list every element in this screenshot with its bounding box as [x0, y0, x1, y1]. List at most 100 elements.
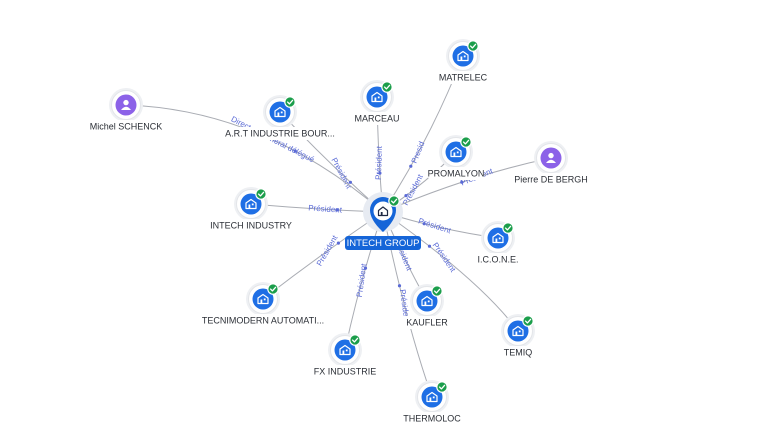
- node-core: [445, 141, 467, 163]
- verified-check-icon: [388, 195, 400, 207]
- node-label-bg: [437, 71, 489, 84]
- edge-role-label: Préside: [398, 289, 411, 318]
- node-art-industrie[interactable]: A.R.T INDUSTRIE BOUR...: [215, 95, 345, 140]
- node-label: TEMIQ: [504, 347, 533, 357]
- building-icon: [426, 391, 438, 403]
- node-thermoloc[interactable]: THERMOLOC: [403, 380, 461, 425]
- edge-role-label: Président: [315, 233, 340, 267]
- person-icon: [121, 99, 131, 110]
- verified-check-icon: [381, 81, 393, 93]
- node-label-bg: [507, 173, 595, 186]
- node-michel-schenck[interactable]: Michel SCHENCK: [84, 88, 168, 133]
- node-core: [416, 290, 438, 312]
- node-label: THERMOLOC: [403, 413, 461, 423]
- node-core: [269, 101, 291, 123]
- node-label: PROMALYON: [428, 168, 485, 178]
- edge-fx-industrie: Président: [344, 211, 384, 351]
- center-label-pill: [345, 236, 421, 250]
- edge-role-label: Président: [355, 262, 369, 297]
- verified-check-icon: [267, 283, 279, 295]
- node-label-bg: [500, 346, 536, 359]
- node-core: [487, 227, 509, 249]
- node-core: [252, 288, 274, 310]
- verified-check-icon: [460, 136, 472, 148]
- edge-arrow-icon: [404, 194, 408, 198]
- edge-arrow-icon: [336, 241, 340, 245]
- edge-arrow-icon: [335, 208, 339, 212]
- center-label: INTECH GROUP: [347, 238, 420, 249]
- building-icon: [339, 344, 351, 356]
- node-tecnimodern[interactable]: TECNIMODERN AUTOMATI...: [198, 282, 328, 327]
- node-label: Pierre DE BERGH: [514, 174, 588, 184]
- node-label: MARCEAU: [354, 113, 399, 123]
- edge-arrow-icon: [422, 222, 426, 226]
- building-icon: [274, 106, 286, 118]
- node-core: [452, 45, 474, 67]
- edge-arrow-icon: [397, 284, 402, 288]
- node-core: [334, 339, 356, 361]
- building-icon: [450, 146, 462, 158]
- verified-check-icon: [431, 285, 443, 297]
- node-label-bg: [404, 316, 450, 329]
- edge-role-label: Président: [308, 203, 343, 214]
- node-label-bg: [84, 120, 168, 133]
- node-label-bg: [428, 167, 484, 180]
- node-core: [240, 193, 262, 215]
- verified-check-icon: [467, 40, 479, 52]
- node-label-bg: [309, 365, 381, 378]
- edge-arrow-icon: [460, 180, 464, 184]
- edge-arrow-icon: [363, 266, 368, 270]
- node-label: A.R.T INDUSTRIE BOUR...: [225, 128, 335, 138]
- node-label: KAUFLER: [406, 317, 448, 327]
- node-promalyon[interactable]: PROMALYON: [428, 135, 485, 180]
- node-matrelec[interactable]: MATRELEC: [437, 39, 489, 84]
- node-label: FX INDUSTRIE: [314, 366, 377, 376]
- node-icone[interactable]: I.C.O.N.E.: [467, 221, 529, 266]
- edge-arrow-icon: [348, 180, 352, 184]
- node-label-bg: [467, 253, 529, 266]
- building-icon: [257, 293, 269, 305]
- edge-arrow-icon: [409, 164, 413, 168]
- edge-role-label: Président: [431, 241, 458, 274]
- node-layer: MATRELEC MARCEAU A.R.T INDUSTRIE BOUR... Mi…: [84, 39, 595, 425]
- node-label-bg: [198, 314, 328, 327]
- node-fx-industrie[interactable]: FX INDUSTRIE: [309, 333, 381, 378]
- node-label: INTECH INDUSTRY: [210, 220, 292, 230]
- verified-check-icon: [436, 381, 448, 393]
- node-temiq[interactable]: TEMIQ: [500, 314, 536, 359]
- node-intech-industry[interactable]: INTECH INDUSTRY: [207, 187, 295, 232]
- edge-role-label: Presid: [410, 140, 427, 164]
- verified-check-icon: [349, 334, 361, 346]
- building-icon: [371, 91, 383, 103]
- node-label-bg: [404, 412, 460, 425]
- node-label-bg: [215, 127, 345, 140]
- building-icon: [377, 206, 389, 217]
- building-icon: [457, 50, 469, 62]
- node-kaufler[interactable]: KAUFLER: [404, 284, 450, 329]
- node-pierre-de-bergh[interactable]: Pierre DE BERGH: [507, 141, 595, 186]
- edge-arrow-icon: [293, 149, 297, 153]
- verified-check-icon: [522, 315, 534, 327]
- node-label: Michel SCHENCK: [90, 121, 163, 131]
- node-label: MATRELEC: [439, 72, 488, 82]
- building-icon: [421, 295, 433, 307]
- node-label-bg: [354, 112, 400, 125]
- node-core: [507, 320, 529, 342]
- node-core: [366, 86, 388, 108]
- building-icon: [492, 232, 504, 244]
- verified-check-icon: [502, 222, 514, 234]
- node-intech-group[interactable]: INTECH GROUP: [345, 192, 421, 250]
- edge-role-label: Président: [417, 216, 453, 235]
- edge-role-label: Président: [374, 145, 384, 180]
- verified-check-icon: [284, 96, 296, 108]
- edge-arrow-icon: [378, 171, 382, 175]
- node-core: [421, 386, 443, 408]
- building-icon: [245, 198, 257, 210]
- person-icon: [546, 152, 556, 163]
- node-marceau[interactable]: MARCEAU: [354, 80, 400, 125]
- building-icon: [512, 325, 524, 337]
- verified-check-icon: [255, 188, 267, 200]
- edge-arrow-icon: [427, 244, 432, 248]
- node-label: TECNIMODERN AUTOMATI...: [202, 315, 324, 325]
